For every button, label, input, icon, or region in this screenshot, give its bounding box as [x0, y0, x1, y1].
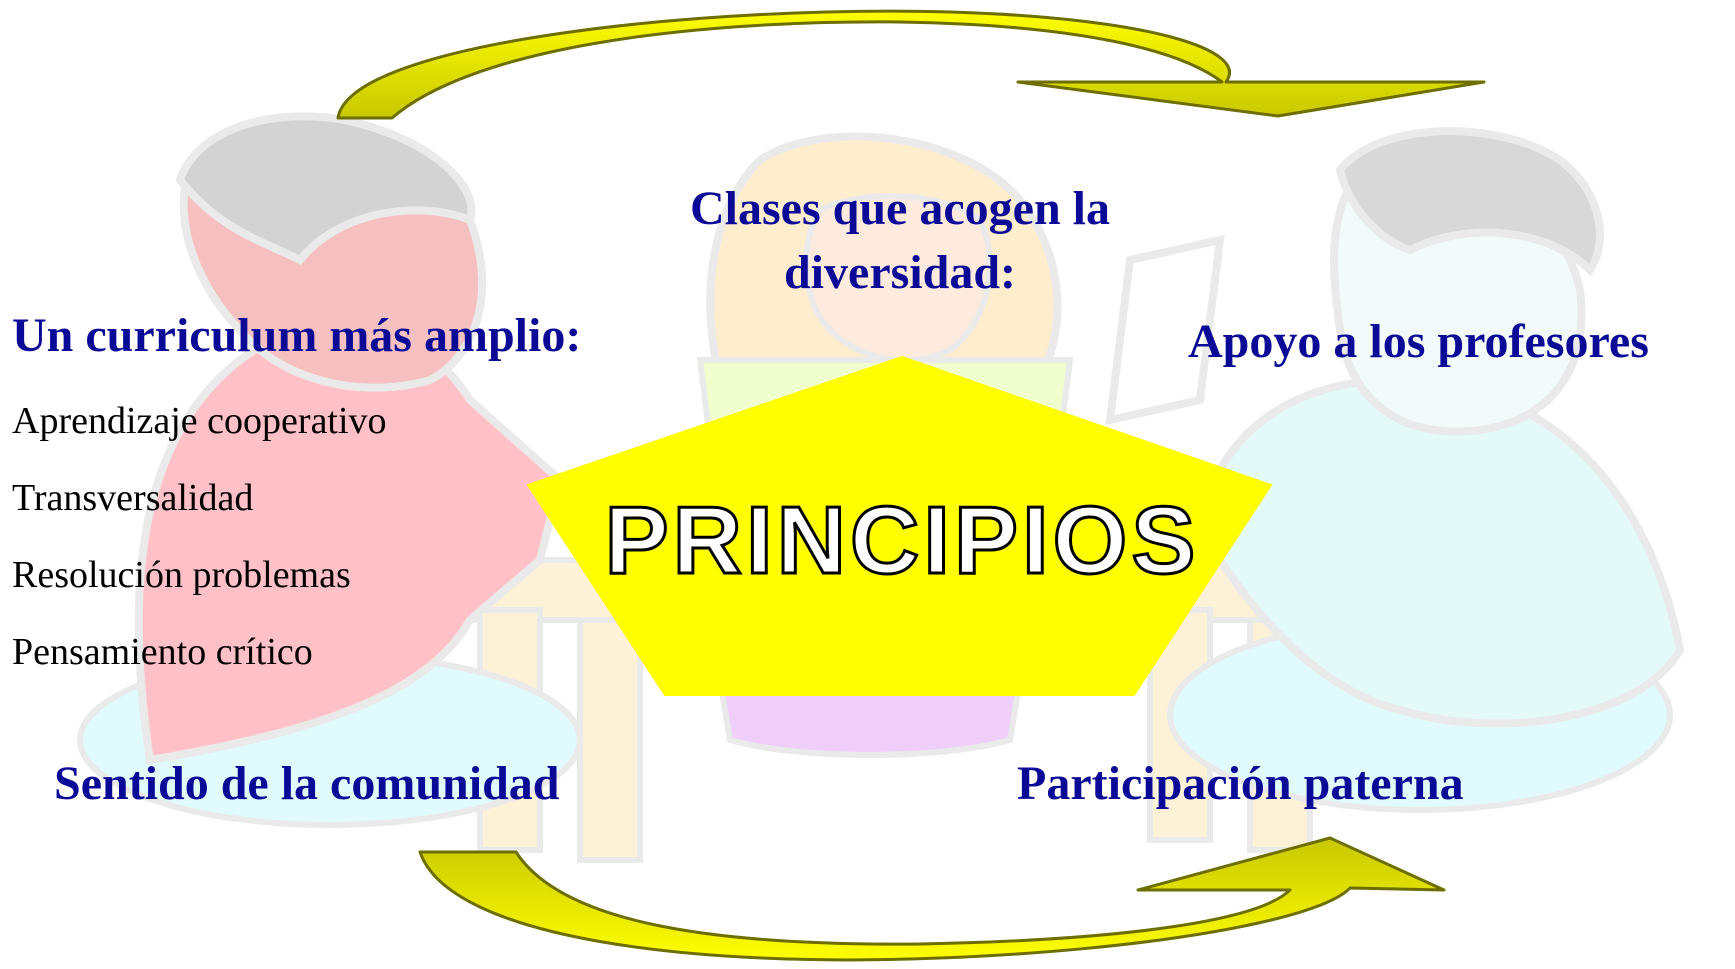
child-left-illustration	[77, 112, 583, 828]
heading-participacion-paterna: Participación paterna	[1017, 757, 1464, 810]
principios-pentagon	[526, 355, 1273, 696]
background-illustration	[77, 112, 1685, 863]
list-item: Transversalidad	[12, 477, 254, 519]
heading-apoyo-profesores: Apoyo a los profesores	[1188, 315, 1649, 368]
curriculum-list: Aprendizaje cooperativo Transversalidad …	[12, 398, 387, 706]
list-item: Pensamiento crítico	[12, 631, 313, 673]
child-right-illustration	[1167, 127, 1685, 813]
principios-label: PRINCIPIOS	[605, 487, 1200, 594]
heading-diversidad: Clases que acogen la diversidad:	[690, 182, 1110, 299]
top-cycle-arrow	[336, 9, 1486, 120]
heading-sentido-comunidad: Sentido de la comunidad	[54, 757, 560, 810]
paper-illustration	[1105, 234, 1225, 426]
list-item: Aprendizaje cooperativo	[12, 400, 387, 442]
heading-curriculum: Un curriculum más amplio:	[12, 309, 582, 362]
bottom-cycle-arrow	[418, 836, 1446, 962]
list-item: Resolución problemas	[12, 554, 351, 596]
